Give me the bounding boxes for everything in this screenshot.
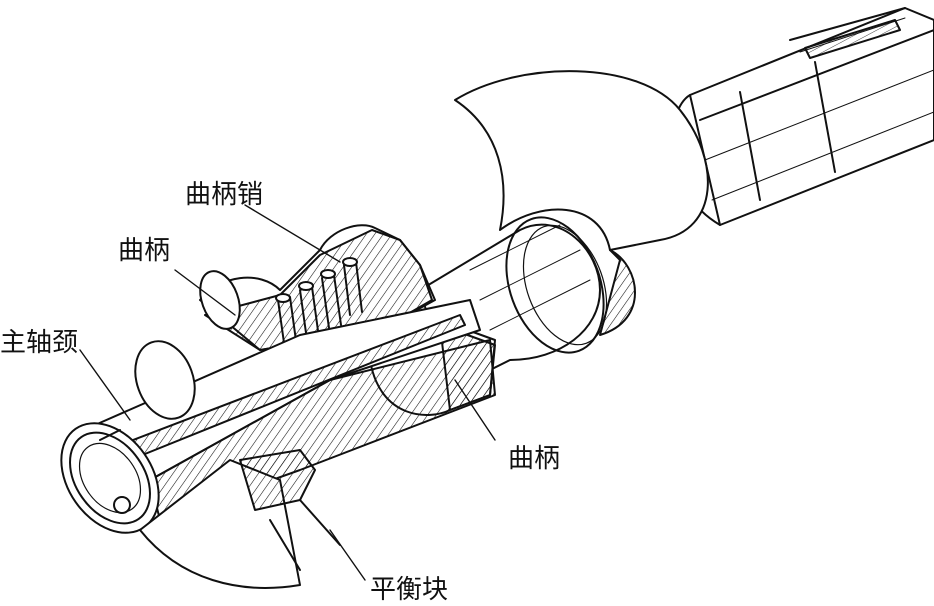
label-crank-arm-upper: 曲柄 [118,236,171,266]
label-crank-pin: 曲柄销 [185,180,264,210]
label-main-journal: 主轴颈 [0,328,79,358]
label-crank-arm-lower: 曲柄 [508,444,561,474]
leader-lines [79,204,496,581]
counterweight-body [139,449,341,589]
rear-shaft [671,7,934,226]
crank-pin-holes [275,257,363,351]
label-counterweight: 平衡块 [370,575,449,605]
journal-ring [134,270,241,420]
rear-crank-web [454,70,709,336]
